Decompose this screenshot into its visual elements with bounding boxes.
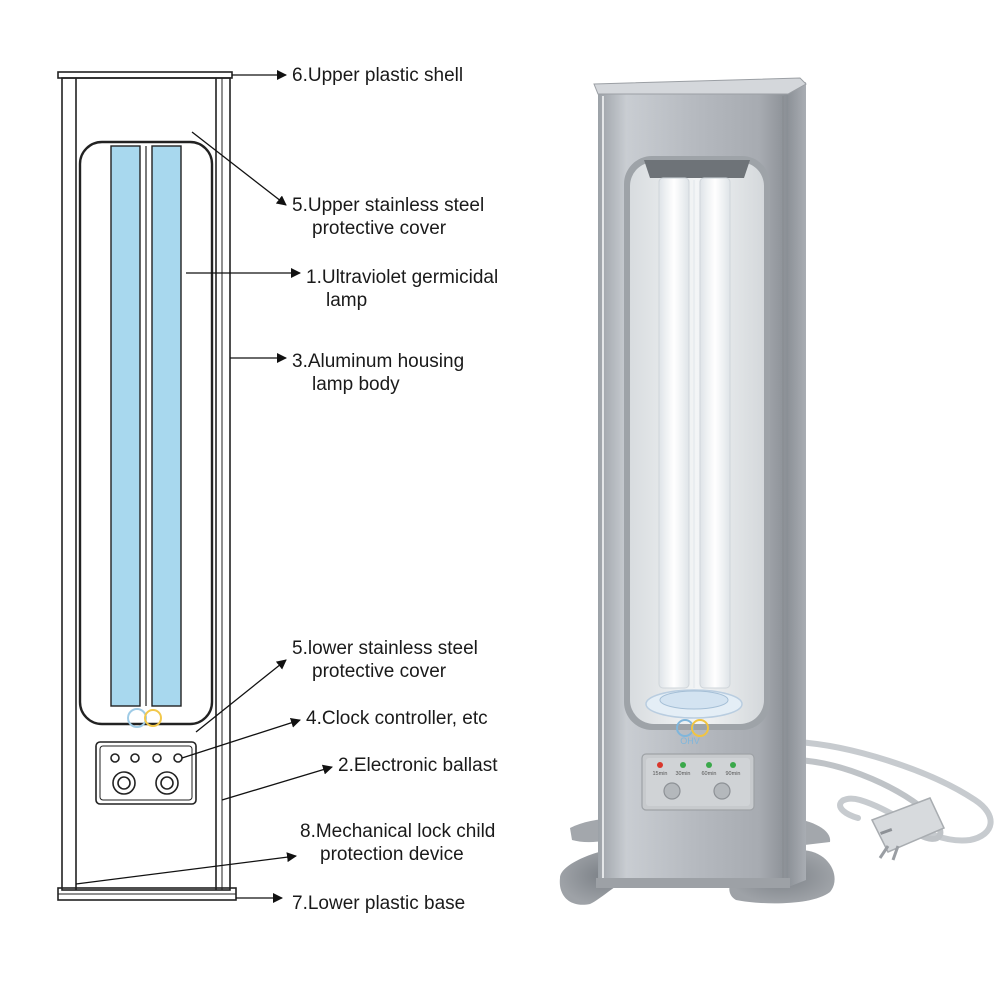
logo-text: OHV — [680, 736, 700, 746]
label-lower-cover: 5.lower stainless steel protective cover — [292, 637, 478, 683]
upper-steel-cover — [644, 160, 750, 178]
housing-side — [786, 82, 806, 888]
label-housing-line2: lamp body — [312, 374, 400, 395]
product-photo: OHV 15min 30min 60min 90min — [559, 77, 994, 905]
label-upper-cover-line1: 5.Upper stainless steel — [292, 195, 485, 216]
label-upper-cover: 5.Upper stainless steel protective cover — [292, 194, 484, 240]
upper-plastic-shell — [593, 77, 807, 95]
label-clock-text: 4.Clock controller, etc — [306, 708, 488, 729]
leader-lower-cover — [195, 659, 287, 733]
label-lower-cover-line2: protective cover — [312, 661, 447, 682]
panel-label-2: 60min — [702, 771, 717, 777]
label-upper-shell: 6.Upper plastic shell — [292, 64, 463, 87]
label-lock: 8.Mechanical lock child protection devic… — [300, 820, 495, 866]
panel-label-0: 15min — [653, 771, 668, 777]
uv-tubes-drawing — [110, 145, 182, 707]
label-lock-line2: protection device — [320, 844, 464, 865]
label-lock-line1: 8.Mechanical lock child — [300, 821, 496, 842]
timer-button[interactable] — [713, 782, 731, 800]
panel-label-1: 30min — [676, 771, 691, 777]
lamp-window-drawing — [78, 140, 214, 726]
label-housing: 3.Aluminum housing lamp body — [292, 350, 464, 396]
leader-clock — [181, 717, 301, 759]
label-ballast: 2.Electronic ballast — [338, 754, 497, 777]
label-upper-shell-text: 6.Upper plastic shell — [292, 65, 464, 86]
label-uv-lamp: 1.Ultraviolet germicidal lamp — [306, 266, 498, 312]
leader-lock — [75, 852, 297, 885]
label-uv-lamp-line1: 1.Ultraviolet germicidal — [306, 267, 499, 288]
label-upper-cover-line2: protective cover — [312, 218, 447, 239]
led-90min — [730, 762, 736, 768]
leader-upper-cover — [191, 131, 287, 206]
control-panel-drawing — [95, 741, 197, 805]
uv-tube-right — [699, 177, 731, 689]
leader-ballast — [221, 764, 333, 801]
led-30min — [680, 762, 686, 768]
logo-watermark-left — [127, 708, 162, 728]
label-uv-lamp-line2: lamp — [326, 290, 368, 311]
control-panel: 15min 30min 60min 90min — [641, 753, 755, 811]
housing-outline — [61, 77, 231, 891]
label-housing-line1: 3.Aluminum housing — [292, 351, 465, 372]
led-15min — [657, 762, 663, 768]
power-plug — [870, 797, 946, 861]
label-lower-cover-line1: 5.lower stainless steel — [292, 638, 478, 659]
label-base: 7.Lower plastic base — [292, 892, 465, 915]
led-60min — [706, 762, 712, 768]
power-button[interactable] — [663, 782, 681, 800]
label-base-text: 7.Lower plastic base — [292, 893, 466, 914]
window-interior — [630, 162, 764, 724]
uv-tube-left — [658, 177, 690, 689]
label-ballast-text: 2.Electronic ballast — [338, 755, 498, 776]
lower-plastic-base — [596, 878, 790, 888]
label-clock: 4.Clock controller, etc — [306, 707, 488, 730]
logo-watermark-right: OHV — [676, 719, 709, 746]
upper-shell-drawing — [57, 71, 233, 79]
panel-label-3: 90min — [726, 771, 741, 777]
line-drawing — [57, 71, 237, 901]
leader-lines — [75, 70, 333, 903]
